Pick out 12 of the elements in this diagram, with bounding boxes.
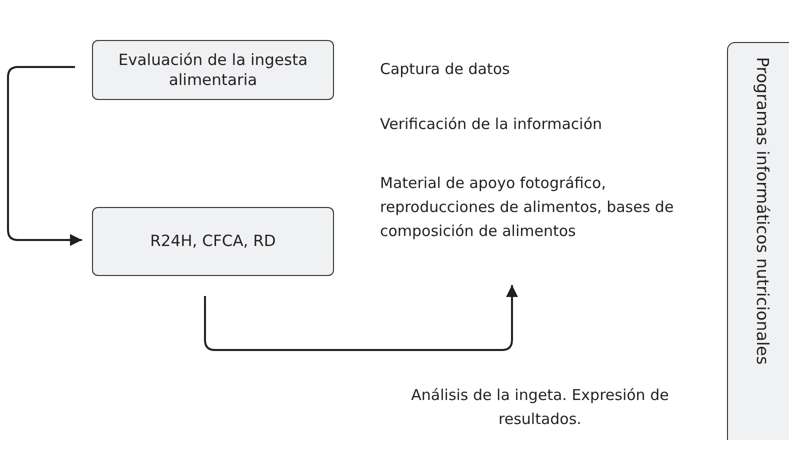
panel-title: Programas informáticos nutricionales — [753, 57, 772, 367]
note-text: Verificación de la información — [380, 114, 602, 135]
note-text: Análisis de la ingeta. Expresión de resultados. — [410, 385, 670, 430]
side-panel — [727, 42, 789, 440]
process-box — [92, 207, 334, 276]
box-label: R24H, CFCA, RD — [150, 231, 276, 252]
resource-text: Material de apoyo fotográfico, reproducciones de alimentos, bases de composición de alimentos — [380, 171, 700, 267]
box-label: Evaluación de la ingesta alimentaria — [117, 50, 309, 90]
arrow — [7, 66, 82, 246]
note-text: Captura de datos — [380, 59, 510, 80]
arrow — [204, 285, 518, 351]
process-box — [92, 40, 334, 100]
